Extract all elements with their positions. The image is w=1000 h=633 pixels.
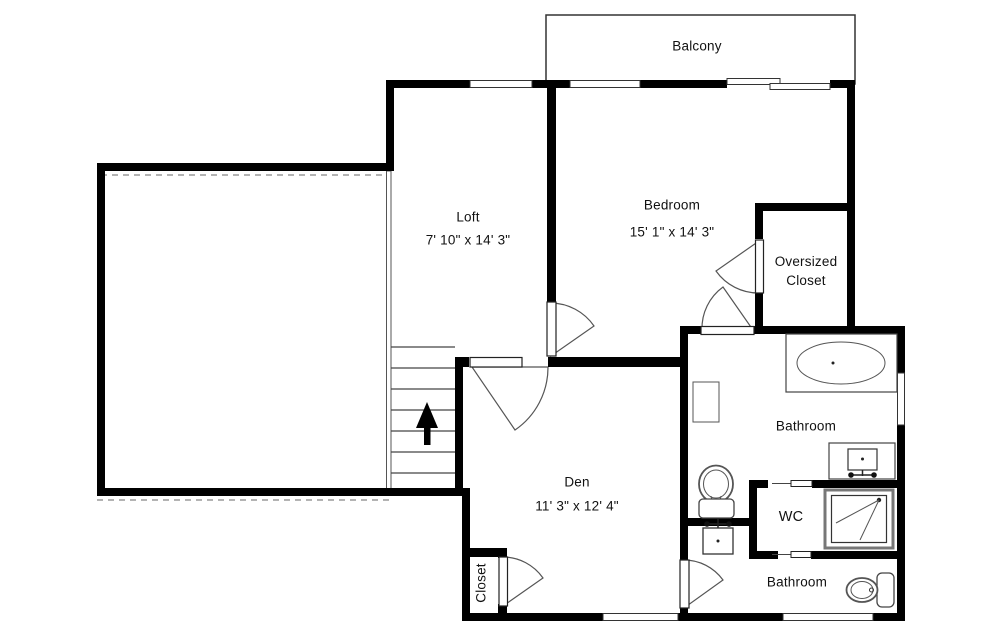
pocket-doors	[772, 480, 813, 558]
bedroom-label: Bedroom	[643, 197, 701, 213]
bathroom-cabinet	[692, 381, 720, 423]
window	[897, 372, 905, 426]
balcony-outline	[545, 14, 856, 85]
den-label: Den	[564, 474, 590, 490]
door-swing	[470, 366, 549, 431]
vanity-sink	[828, 442, 896, 480]
bathroom-upper-label: Bathroom	[775, 418, 837, 434]
door-swing	[715, 239, 760, 294]
window	[602, 613, 679, 621]
loft-dimensions: 7' 10" x 14' 3"	[425, 232, 511, 248]
den-dimensions: 11' 3" x 12' 4"	[535, 498, 619, 514]
door-swing	[683, 559, 724, 610]
walls	[97, 80, 905, 621]
door-leaf	[754, 239, 765, 294]
pocket-door	[790, 480, 813, 487]
stairs-up-arrow	[416, 402, 438, 428]
dashed-ceiling-lines	[97, 174, 391, 501]
stairs	[391, 346, 455, 474]
bathroom-lower-label: Bathroom	[766, 574, 828, 590]
door-swing	[701, 286, 755, 331]
bathtub	[785, 333, 898, 393]
sink-lower	[702, 519, 734, 555]
window	[782, 613, 874, 621]
toilet-lower	[845, 572, 895, 608]
door-leaf	[700, 325, 755, 336]
door-swing	[550, 302, 595, 358]
bedroom-dimensions: 15' 1" x 14' 3"	[629, 224, 715, 240]
window	[726, 78, 781, 85]
window	[769, 83, 831, 90]
door-leaves	[469, 239, 765, 609]
toilet-upper	[698, 464, 735, 519]
door-leaf	[679, 559, 690, 609]
wc-label: WC	[778, 508, 804, 525]
door-leaf	[469, 356, 523, 368]
window	[569, 80, 641, 88]
door-leaf	[546, 301, 557, 357]
closet-label: Closet	[473, 563, 489, 603]
balcony-label: Balcony	[672, 38, 722, 54]
door-swing	[502, 556, 544, 608]
loft-label: Loft	[456, 209, 480, 225]
stair-railing	[386, 170, 392, 491]
door-leaf	[498, 556, 509, 607]
door-swings	[470, 239, 760, 610]
windows	[469, 78, 905, 621]
window	[469, 80, 533, 88]
pocket-door	[790, 551, 812, 558]
shower	[823, 488, 895, 550]
oversized-closet-label: Oversized Closet	[774, 254, 838, 288]
